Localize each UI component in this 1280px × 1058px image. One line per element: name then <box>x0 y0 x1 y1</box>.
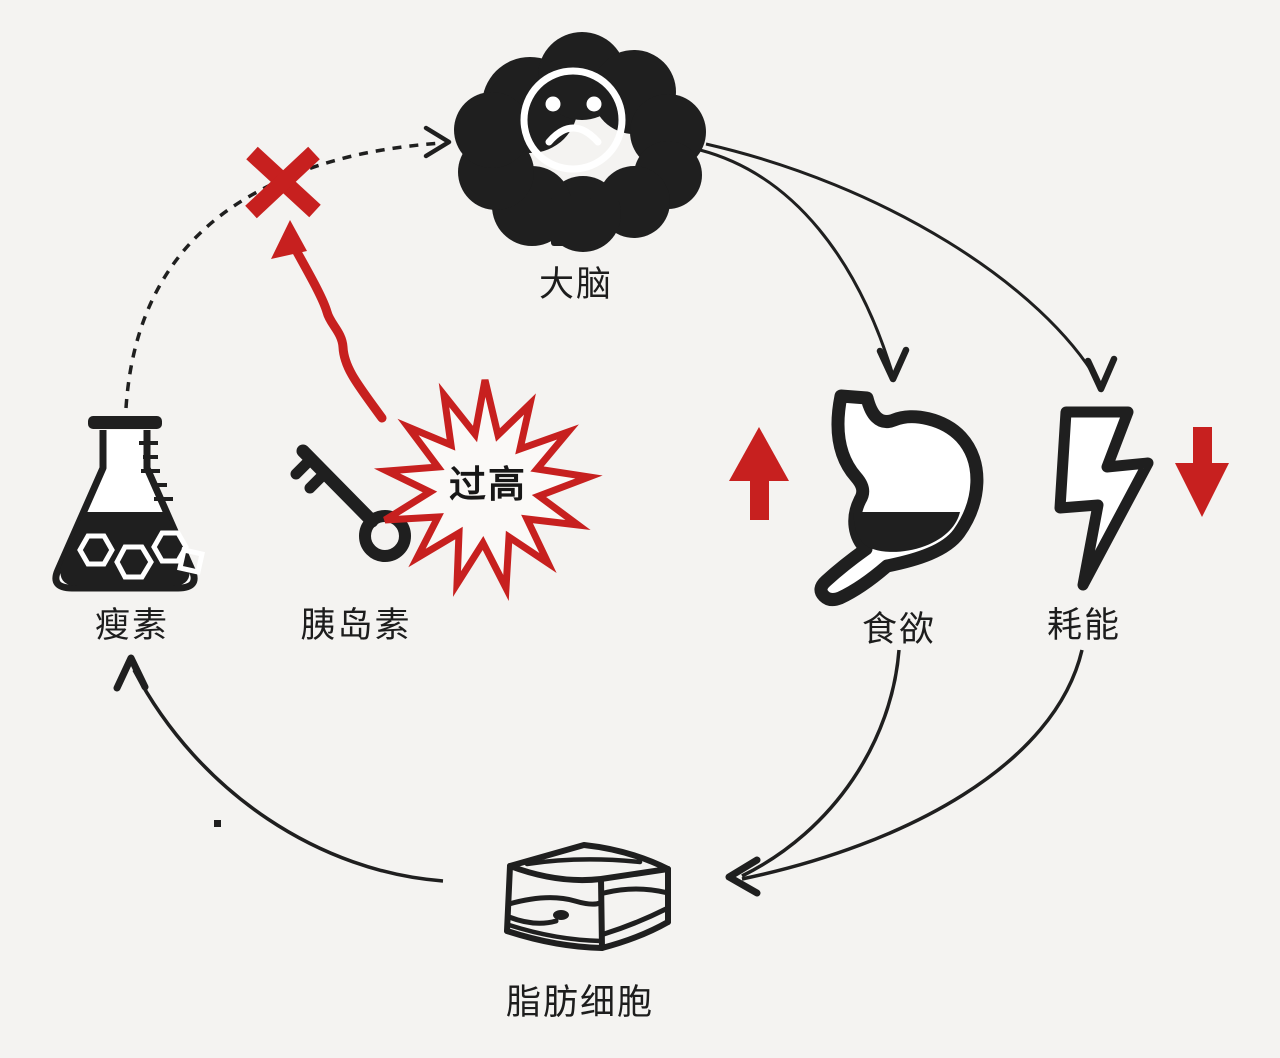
edge-brain-to-appetite <box>699 148 910 383</box>
right-eye <box>586 96 602 112</box>
arrowhead-right-icon <box>423 125 452 159</box>
brain-stem <box>551 196 591 246</box>
fat-dot <box>553 910 569 920</box>
up-arrow-icon <box>729 427 789 520</box>
flask-ticks <box>139 441 173 501</box>
edge-fatcell-to-leptin <box>113 654 444 883</box>
fat-streak <box>524 857 643 867</box>
x-mark-icon <box>245 146 321 219</box>
stray-dot-mark <box>214 820 221 827</box>
arrowhead-left-icon <box>725 856 761 897</box>
fat-cell-icon <box>504 842 671 951</box>
stomach-icon <box>814 389 984 607</box>
lightning-icon <box>1054 406 1154 591</box>
sad-face-outline <box>520 67 626 173</box>
molecule-hexagons <box>77 530 205 580</box>
insulin-label: 胰岛素 <box>300 606 411 645</box>
arrowhead-down-icon <box>876 346 910 383</box>
ink-artwork <box>52 32 1154 951</box>
arrowhead-down-icon <box>1084 355 1118 393</box>
key-icon <box>290 444 411 562</box>
sad-brain-icon <box>454 32 706 252</box>
edge-brain-to-energy <box>705 142 1118 393</box>
red-arrowhead-up-icon <box>271 220 307 259</box>
key-tooth <box>304 467 331 494</box>
fat-streak <box>601 905 671 937</box>
fat-streak <box>506 922 604 944</box>
key-tooth <box>290 453 317 480</box>
fat-cell-label: 脂肪细胞 <box>506 983 654 1022</box>
stomach-contents <box>853 512 960 552</box>
flask-rim <box>88 416 162 429</box>
starburst-icon <box>373 379 603 602</box>
fat-streak <box>601 886 671 896</box>
leptin-label: 瘦素 <box>95 606 169 645</box>
flask-icon <box>52 416 205 592</box>
frown-mouth <box>545 124 602 146</box>
edge-appetite-to-fatcell <box>741 649 901 878</box>
edge-overload-to-block <box>271 220 387 423</box>
down-arrow-icon <box>1175 427 1229 517</box>
arrowhead-up-icon <box>113 654 149 692</box>
energy-label: 耗能 <box>1047 606 1121 645</box>
edge-leptin-to-brain <box>124 125 452 409</box>
appetite-label: 食欲 <box>862 610 936 649</box>
left-eye <box>545 96 561 112</box>
fat-streak <box>506 914 559 926</box>
overload-label: 过高 <box>449 464 527 505</box>
fat-streak <box>506 895 603 907</box>
red-artwork <box>245 146 1229 602</box>
brain-label: 大脑 <box>539 265 613 304</box>
edge-energy-to-fatcell <box>725 649 1084 897</box>
